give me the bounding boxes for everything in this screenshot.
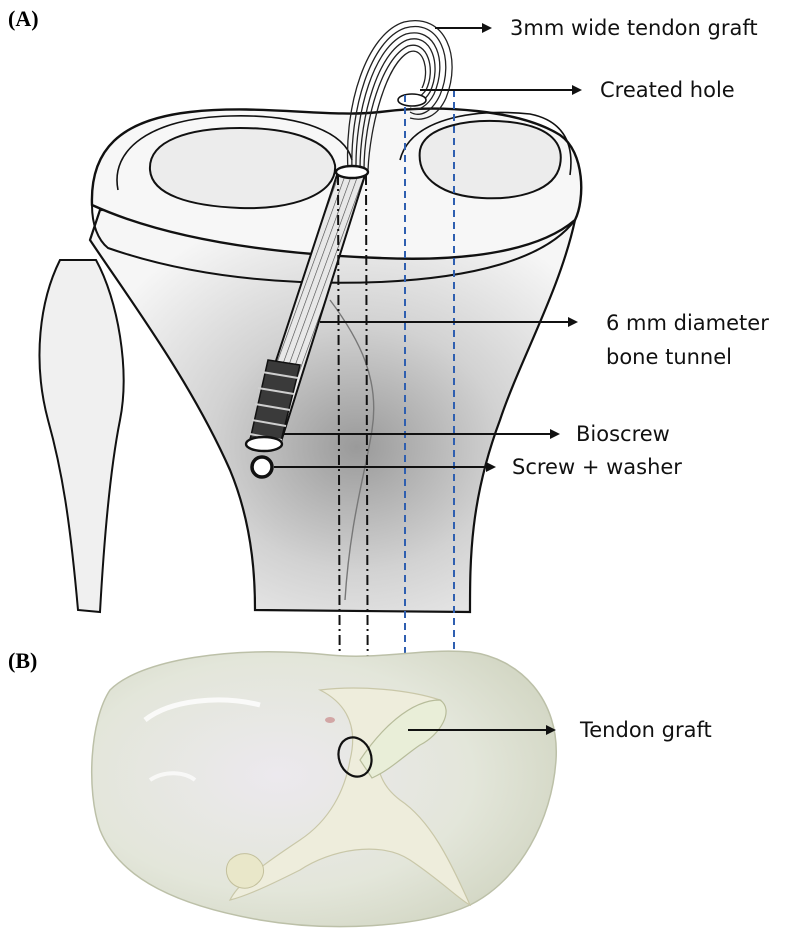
tunnel-entry [336, 166, 368, 178]
tibia-illustration [39, 109, 581, 612]
tendon-graft-width-label: 3mm wide tendon graft [510, 16, 758, 40]
bone-tunnel-label-line2: bone tunnel [606, 345, 732, 369]
bioscrew-label: Bioscrew [576, 422, 670, 446]
created-hole [398, 94, 426, 106]
fibula [39, 260, 123, 612]
screw-washer-label: Screw + washer [512, 455, 682, 479]
panel-b-label: (B) [8, 648, 37, 673]
medial-condyle [150, 128, 335, 208]
bone-tunnel-label-line1: 6 mm diameter [606, 311, 769, 335]
screw-washer-icon [252, 457, 272, 477]
tendon-graft-label: Tendon graft [579, 718, 712, 742]
tibia-specimen-photo [92, 651, 557, 926]
lateral-condyle [420, 121, 561, 198]
tunnel-exit [246, 437, 282, 451]
created-hole-label: Created hole [600, 78, 735, 102]
panel-a-label: (A) [8, 6, 39, 31]
